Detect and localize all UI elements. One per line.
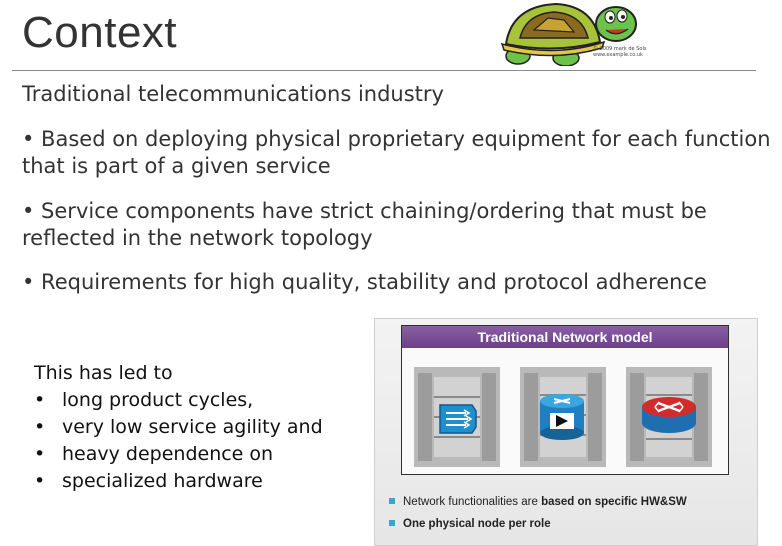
- list-item: long product cycles,: [34, 387, 323, 414]
- bullet-service-chaining: • Service components have strict chainin…: [22, 198, 707, 252]
- figure-bullet-bold: based on specific HW&SW: [541, 496, 687, 508]
- figure-bullet: Network functionalities are based on spe…: [389, 496, 687, 508]
- intro-line: Traditional telecommunications industry: [22, 82, 444, 106]
- list-item: heavy dependence on: [34, 441, 323, 468]
- bullet-square-icon: [389, 520, 395, 526]
- led-to-intro: This has led to: [34, 362, 173, 384]
- network-model-box: Traditional Network model: [401, 325, 729, 475]
- figure-bullet: One physical node per role: [389, 518, 551, 530]
- bullet-square-icon: [389, 498, 395, 504]
- bullet-line: • Based on deploying physical proprietar…: [22, 127, 771, 151]
- network-model-figure: Traditional Network model: [374, 318, 758, 546]
- bullet-line: reflected in the network topology: [22, 226, 373, 250]
- bullet-line: • Service components have strict chainin…: [22, 199, 707, 223]
- title-divider: [12, 70, 756, 71]
- figure-title: Traditional Network model: [402, 326, 728, 348]
- list-item: very low service agility and: [34, 414, 323, 441]
- turtle-cartoon-icon: [500, 2, 637, 66]
- bullet-requirements: • Requirements for high quality, stabili…: [22, 270, 707, 294]
- copyright-text: © 2009 mark de Sols: [593, 46, 647, 52]
- list-item-continuation: specialized hardware: [34, 468, 323, 495]
- led-to-list: This has led to long product cycles, ver…: [34, 360, 323, 495]
- firewall-router-icon: [520, 367, 606, 467]
- router-icon: [626, 367, 712, 467]
- load-balancer-icon: [414, 367, 500, 467]
- bullet-proprietary-equipment: • Based on deploying physical proprietar…: [22, 126, 771, 180]
- figure-bullet-bold: One physical node per role: [403, 518, 551, 530]
- bullet-line: that is part of a given service: [22, 154, 331, 178]
- slide-title: Context: [22, 8, 178, 57]
- figure-bullet-text: Network functionalities are: [403, 496, 542, 508]
- copyright-url: www.example.co.uk: [593, 52, 643, 58]
